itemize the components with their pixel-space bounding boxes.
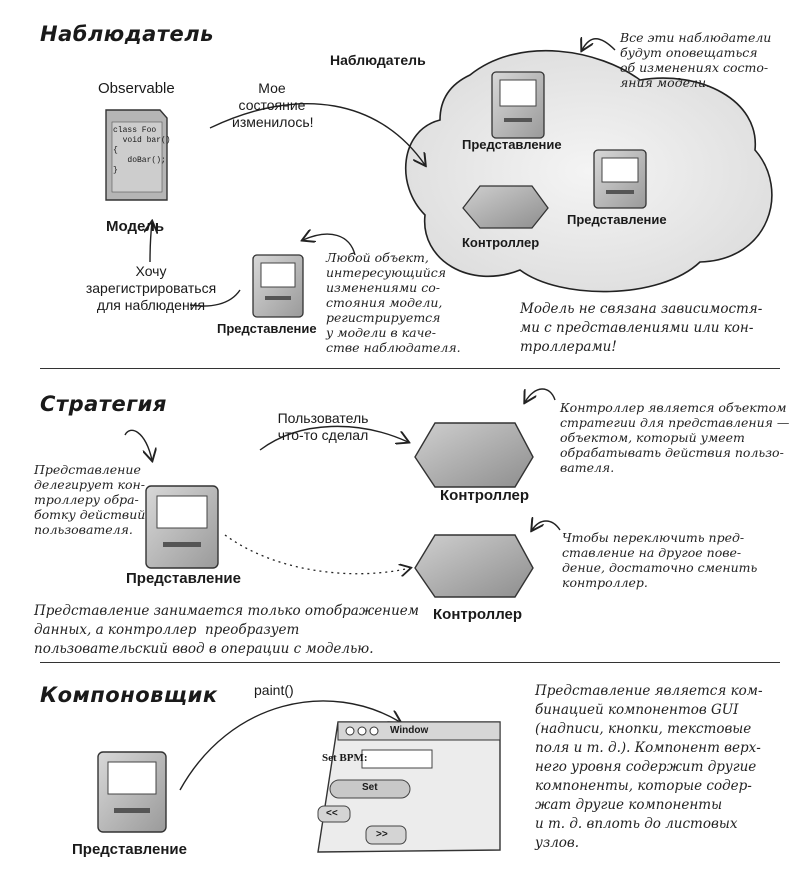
arrow-register-to-model [150,222,152,263]
arrow-note-to-view [303,234,356,256]
view-label-composite: Представление [72,841,187,858]
window-zoom-icon [369,726,379,736]
note-observers-notified: Все эти наблюдатели будут оповещаться об… [620,30,772,90]
arrow-note-to-controller-1 [525,388,556,402]
controller-hexagon-icon-strategy-2 [414,534,534,598]
view-label-3: Представление [217,321,317,336]
paint-call-label: paint() [254,682,294,698]
view-label-strategy: Представление [126,570,241,587]
set-bpm-label: Set BPM: [322,752,368,764]
arrow-model-to-observers [209,103,425,165]
observable-label: Observable [98,80,175,97]
observer-heading: Наблюдатель [330,52,426,68]
model-label: Модель [106,218,165,235]
window-title: Window [390,725,429,736]
note-any-object: Любой объект, интересующийся изменениями… [326,250,461,355]
arrow-view-to-register [189,289,241,307]
set-button[interactable]: Set [362,782,378,793]
note-composite: Представление является ком- бинацией ком… [535,683,763,851]
window-minimize-icon [357,726,367,736]
note-view-delegates: Представление делегирует кон- троллеру о… [34,462,146,537]
arrow-note-to-controller-2 [532,521,561,530]
user-action-label: Пользователь что-то сделал [277,410,369,443]
register-label: Хочу зарегистрироваться для наблюдения [85,263,217,313]
controller-label-strategy-1: Контроллер [440,487,530,504]
window-close-icon [345,726,355,736]
view-label-1: Представление [462,137,562,152]
controller-label-strategy-2: Контроллер [433,606,523,623]
prev-button-shape [317,805,351,823]
note-view-displays: Представление занимается только отображе… [34,603,419,657]
view-monitor-icon-composite [97,751,167,833]
note-model-independent: Модель не связана зависимостя- ми с пред… [520,301,763,355]
set-button-shape [329,779,411,799]
view-monitor-icon-2 [593,149,647,209]
arrow-paint-call [179,700,400,791]
note-switch-controller: Чтобы переключить пред- ставление на дру… [562,530,758,590]
section-title-observer: Наблюдатель [40,22,214,46]
section-divider-2 [40,662,780,663]
arrow-note-to-view-strategy [124,429,152,460]
arrow-user-to-controller [259,425,408,451]
state-changed-message: Мое состояние изменилось! [232,80,314,130]
controller-hexagon-icon-1 [462,185,549,229]
controller-label-1: Контроллер [462,235,540,250]
section-divider-1 [40,368,780,369]
section-title-strategy: Стратегия [40,392,167,416]
view-monitor-icon-1 [491,71,545,139]
prev-button[interactable]: << [326,808,338,819]
note-controller-strategy: Контроллер является объектом стратегии д… [560,400,790,475]
section-title-composite: Компоновщик [40,683,218,707]
view-label-2: Представление [567,212,667,227]
model-document-icon [105,109,168,201]
model-code: class Foo void bar() { doBar(); } [113,126,171,175]
arrow-view-dotted-to-controller [224,534,410,574]
next-button[interactable]: >> [376,829,388,840]
next-button-shape [365,825,407,845]
arrow-note-to-cloud [582,39,616,50]
window-mockup [317,721,501,853]
view-monitor-icon-strategy [145,485,219,569]
bpm-input-box [361,749,433,769]
controller-hexagon-icon-strategy-1 [414,422,534,488]
view-monitor-icon-3 [252,254,304,318]
